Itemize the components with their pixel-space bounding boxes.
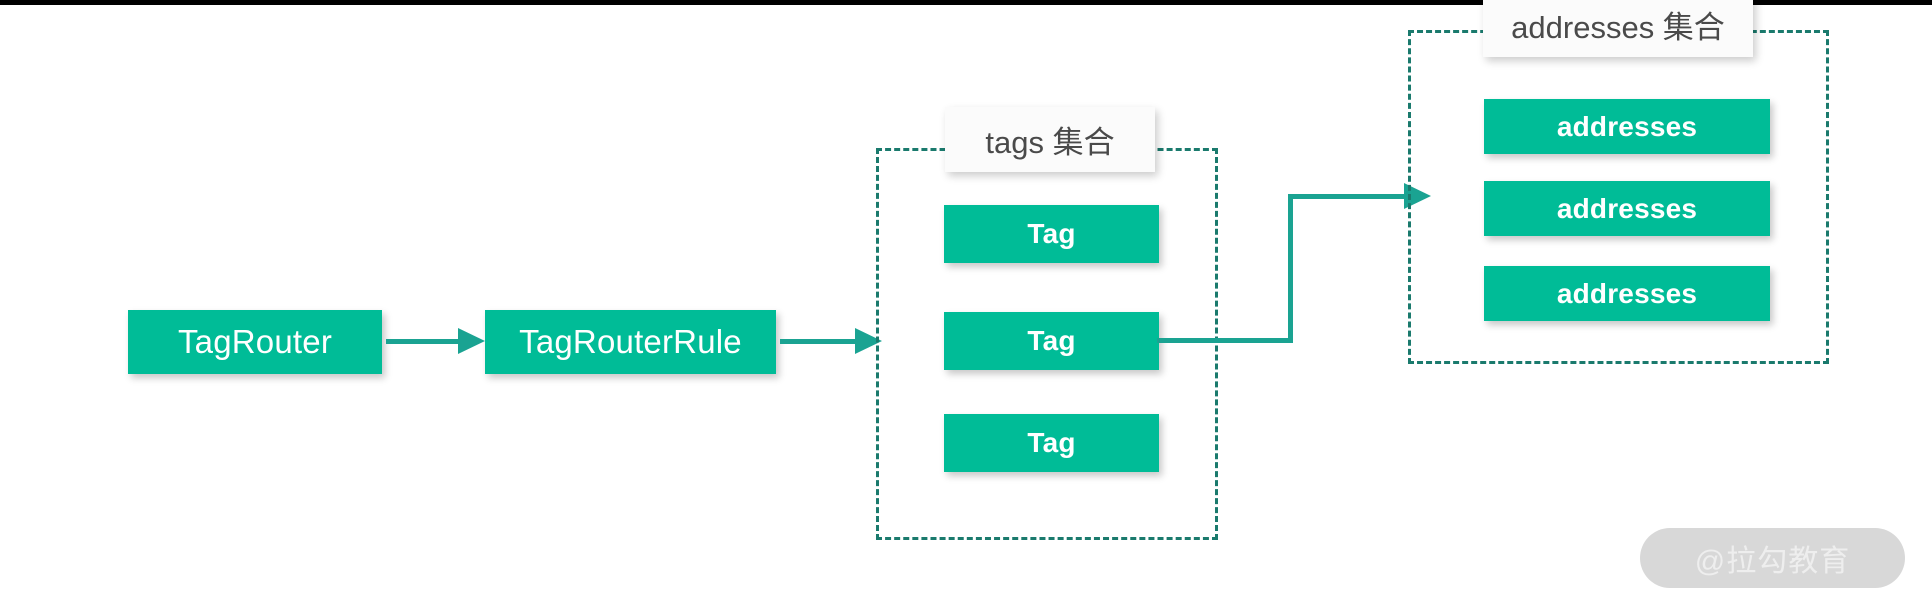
watermark-text: @拉勾教育 [1694, 545, 1851, 578]
node-tagrouterrule-label: TagRouterRule [519, 323, 742, 360]
node-addresses-label: addresses [1556, 192, 1698, 224]
node-addresses[interactable]: addresses [1484, 266, 1770, 321]
node-tag[interactable]: Tag [944, 205, 1159, 263]
node-tagrouter[interactable]: TagRouter [128, 310, 382, 374]
connector-tagrouterrule-to-tags-line [780, 339, 858, 344]
node-tagrouter-label: TagRouter [177, 323, 333, 360]
node-addresses[interactable]: addresses [1484, 181, 1770, 236]
group-label-tags-text: tags 集合 [985, 125, 1115, 160]
group-label-tags: tags 集合 [945, 107, 1155, 172]
node-tagrouterrule[interactable]: TagRouterRule [485, 310, 776, 374]
node-tag[interactable]: Tag [944, 414, 1159, 472]
connector-tagrouter-to-tagrouterrule-line [386, 339, 460, 344]
node-tag-label: Tag [1027, 218, 1076, 249]
connector-tag-to-addresses-segment-horizontal-upper [1288, 194, 1413, 199]
node-tag-label: Tag [1027, 325, 1076, 356]
node-addresses-label: addresses [1556, 110, 1698, 142]
connector-tag-to-addresses-segment-vertical [1288, 194, 1293, 343]
arrowhead-icon-tagrouter-to-tagrouterrule [458, 328, 485, 354]
watermark: @拉勾教育 [1640, 528, 1905, 588]
node-addresses[interactable]: addresses [1484, 99, 1770, 154]
node-tag[interactable]: Tag [944, 312, 1159, 370]
connector-tag-to-addresses-segment-horizontal-lower [1157, 338, 1293, 343]
node-addresses-label: addresses [1556, 277, 1698, 309]
node-tag-label: Tag [1027, 427, 1076, 458]
group-label-addresses: addresses 集合 [1483, 0, 1753, 57]
top-black-bar [0, 0, 1932, 5]
group-label-addresses-text: addresses 集合 [1511, 10, 1725, 45]
